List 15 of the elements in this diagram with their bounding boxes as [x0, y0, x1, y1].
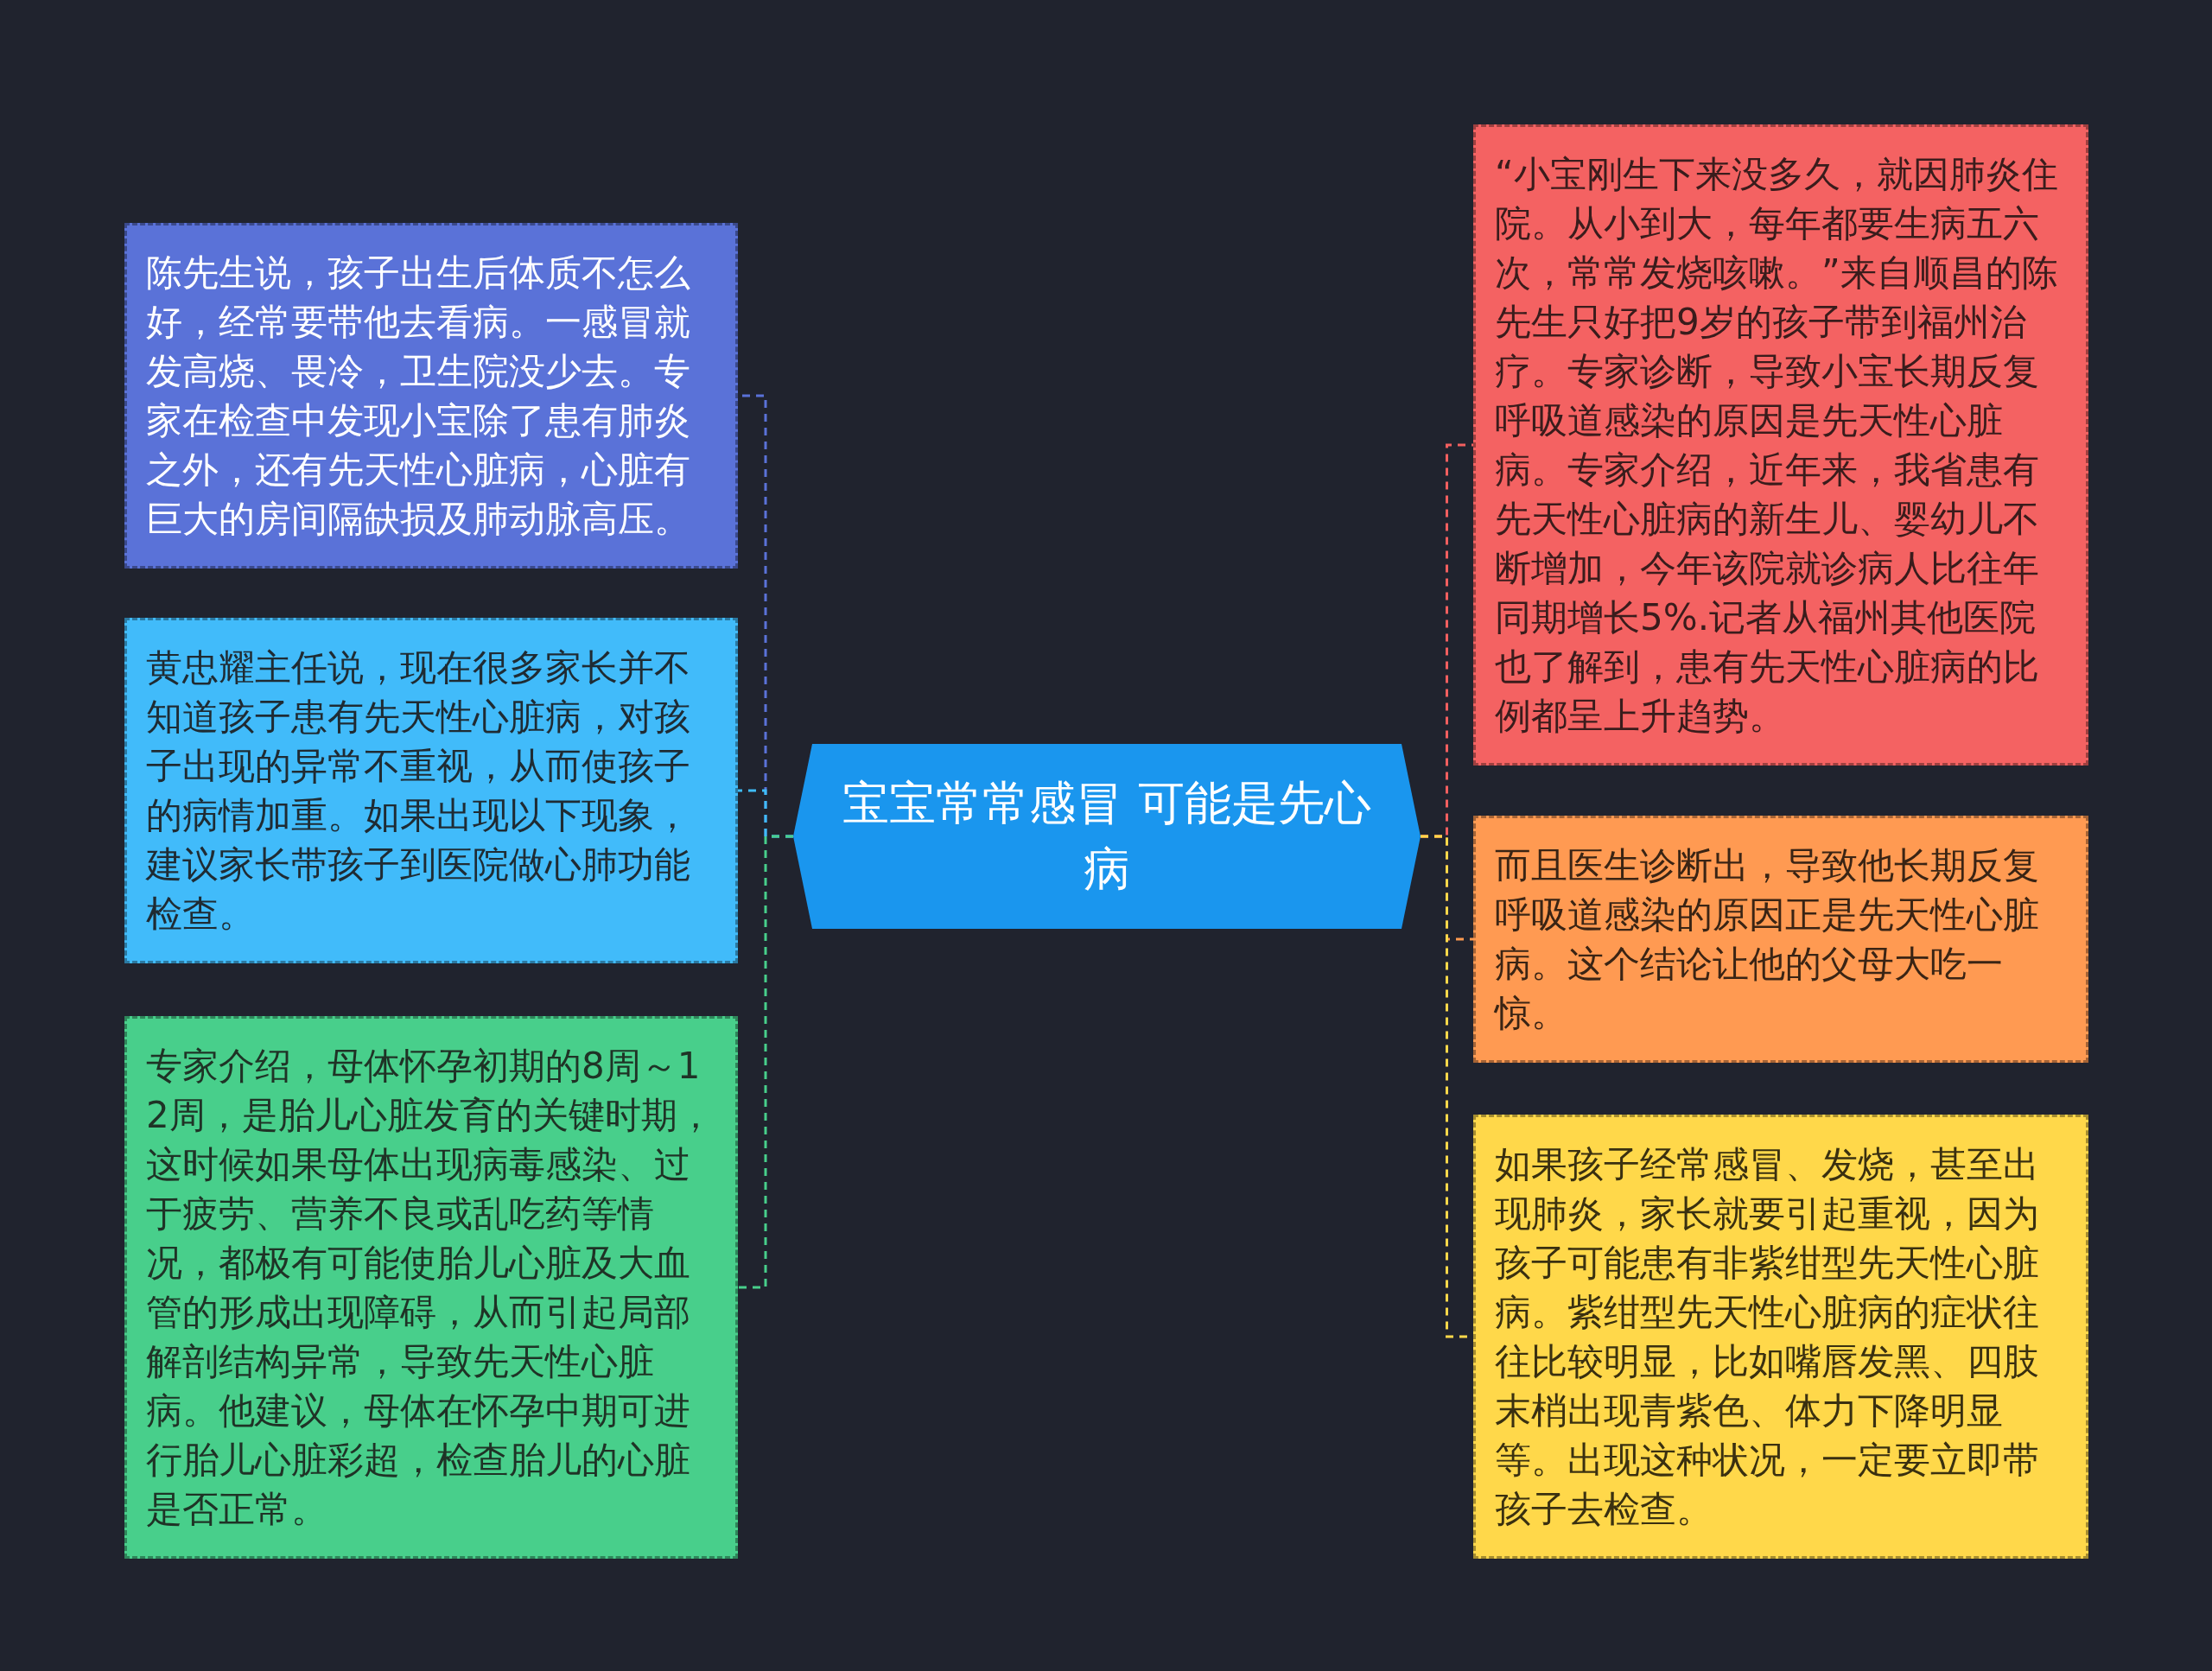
note-box: [1473, 124, 2088, 766]
note-box: [124, 618, 738, 963]
note-text: 陈先生说，孩子出生后体质不怎么好，经常要带他去看病。一感冒就发高烧、畏冷，卫生院没少去。专家在检查中发现小宝除了患有肺炎之外，还有先天性心脏病，心脏有巨大的房间隔缺损及肺动脉高压。: [146, 251, 691, 542]
note-text: 而且医生诊断出，导致他长期反复呼吸道感染的原因正是先天性心脏病。这个结论让他的父母大吃一惊。: [1495, 843, 2040, 1036]
note-text: “小宝刚生下来没多久，就因肺炎住院。从小到大，每年都要生病五六次，常常发烧咳嗽。”来自顺昌的陈先生只好把9岁的孩子带到福州治疗。专家诊断，导致小宝长期反复呼吸道感染的原因是先天性心脏病。专家介绍，近年来，我省患有先天性心脏病的新生儿、婴幼儿不断增加，今年该院就诊病人比往年同期增长5%.记者从福州其他医院也了解到，患有先天性心脏病的比例都呈上升趋势。: [1495, 152, 2059, 739]
topic-title: 宝宝常常感冒 可能是先心病: [842, 775, 1372, 898]
note-box: [1473, 816, 2088, 1063]
note-text: 如果孩子经常感冒、发烧，甚至出现肺炎，家长就要引起重视，因为孩子可能患有非紫绀型先天性心脏病。紫绀型先天性心脏病的症状往往比较明显，比如嘴唇发黑、四肢末梢出现青紫色、体力下降明显等。出现这种状况，一定要立即带孩子去检查。: [1495, 1142, 2040, 1532]
note-box: [124, 223, 738, 569]
connector-line: [738, 835, 793, 1289]
topic-hexagon: [793, 744, 1421, 929]
note-text: 专家介绍，母体怀孕初期的8周～12周，是胎儿心脏发育的关键时期，这时候如果母体出现病毒感染、过于疲劳、营养不良或乱吃药等情况，都极有可能使胎儿心脏及大血管的形成出现障碍，从而引起局部解剖结构异常，导致先天性心脏病。他建议，母体在怀孕中期可进行胎儿心脏彩超，检查胎儿的心脏是否正常。: [146, 1044, 715, 1532]
note-text: 黄忠耀主任说，现在很多家长并不知道孩子患有先天性心脏病，对孩子出现的异常不重视，从而使孩子的病情加重。如果出现以下现象，建议家长带孩子到医院做心肺功能检查。: [146, 645, 691, 937]
note-box: [124, 1016, 738, 1559]
note-box: [1473, 1115, 2088, 1559]
